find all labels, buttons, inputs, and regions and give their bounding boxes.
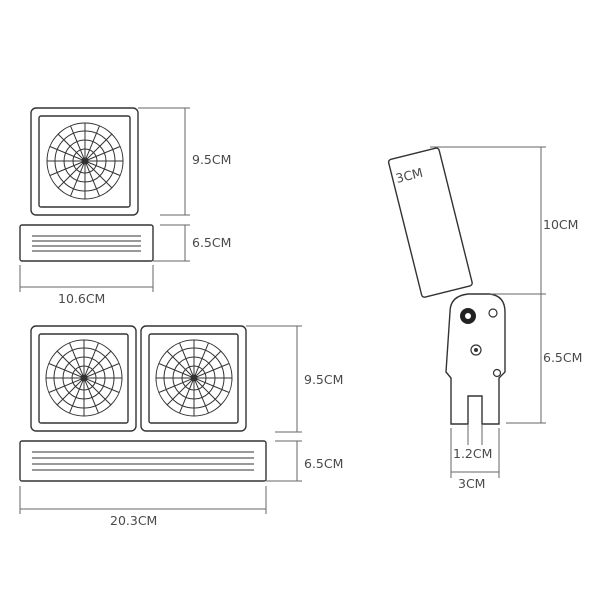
double-width-label: 20.3CM [110, 513, 157, 528]
single-fan-height-label: 9.5CM [192, 152, 231, 167]
clip-panel [387, 147, 473, 298]
clip-body [445, 293, 506, 425]
double-fan-base [19, 440, 267, 482]
clip-panel-width-label: 3CM [394, 165, 424, 186]
clip-panel-height-label: 10CM [543, 217, 578, 232]
single-fan-unit: 9.5CM 6.5CM 10.6CM [19, 107, 231, 306]
fan-grill-icon [46, 122, 124, 200]
right-fan-grill-icon [155, 339, 233, 417]
clip-side-view: 3CM 10CM 6.5CM 1.2CM 3CM [387, 146, 582, 491]
single-width-label: 10.6CM [58, 291, 105, 306]
clip-slot-width-label: 1.2CM [453, 446, 492, 461]
clip-height-label: 6.5CM [543, 350, 582, 365]
double-fan-unit: 9.5CM 6.5CM 20.3CM [19, 325, 343, 528]
clip-width-label: 3CM [458, 476, 485, 491]
fan-base [19, 224, 154, 262]
double-base-height-label: 6.5CM [304, 456, 343, 471]
left-fan-grill-icon [45, 339, 123, 417]
single-base-height-label: 6.5CM [192, 235, 231, 250]
double-fan-height-label: 9.5CM [304, 372, 343, 387]
